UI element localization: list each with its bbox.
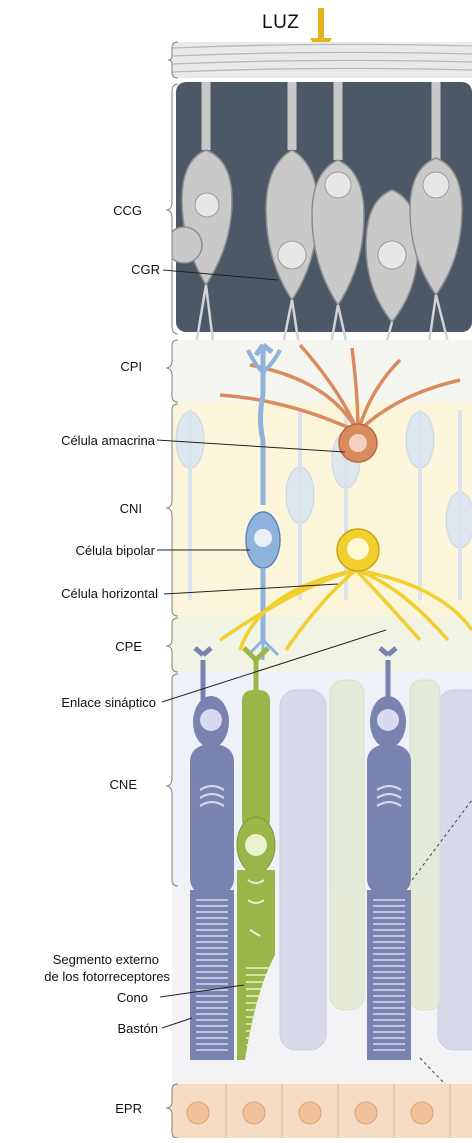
label-rod: Bastón bbox=[60, 1021, 158, 1036]
label-amacrine-cell: Célula amacrina bbox=[10, 433, 155, 448]
layer-label-cni: CNI bbox=[90, 501, 142, 516]
label-outer-segment-1: Segmento externo bbox=[4, 952, 159, 967]
layer-label-cne: CNE bbox=[80, 777, 137, 792]
outer-plexiform-layer bbox=[172, 617, 472, 671]
layer-label-epr: EPR bbox=[90, 1101, 142, 1116]
layer-label-cpi: CPI bbox=[90, 359, 142, 374]
layer-label-cpe: CPE bbox=[90, 639, 142, 654]
label-bipolar-cell: Célula bipolar bbox=[10, 543, 155, 558]
label-cone: Cono bbox=[60, 990, 148, 1005]
layer-label-ccg: CCG bbox=[90, 203, 142, 218]
label-outer-segment-2: de los fotorreceptores bbox=[4, 969, 170, 984]
label-synaptic-link: Enlace sináptico bbox=[4, 695, 156, 710]
light-title: LUZ bbox=[262, 12, 299, 34]
label-horizontal-cell: Célula horizontal bbox=[4, 586, 158, 601]
label-cgr: CGR bbox=[60, 262, 160, 277]
